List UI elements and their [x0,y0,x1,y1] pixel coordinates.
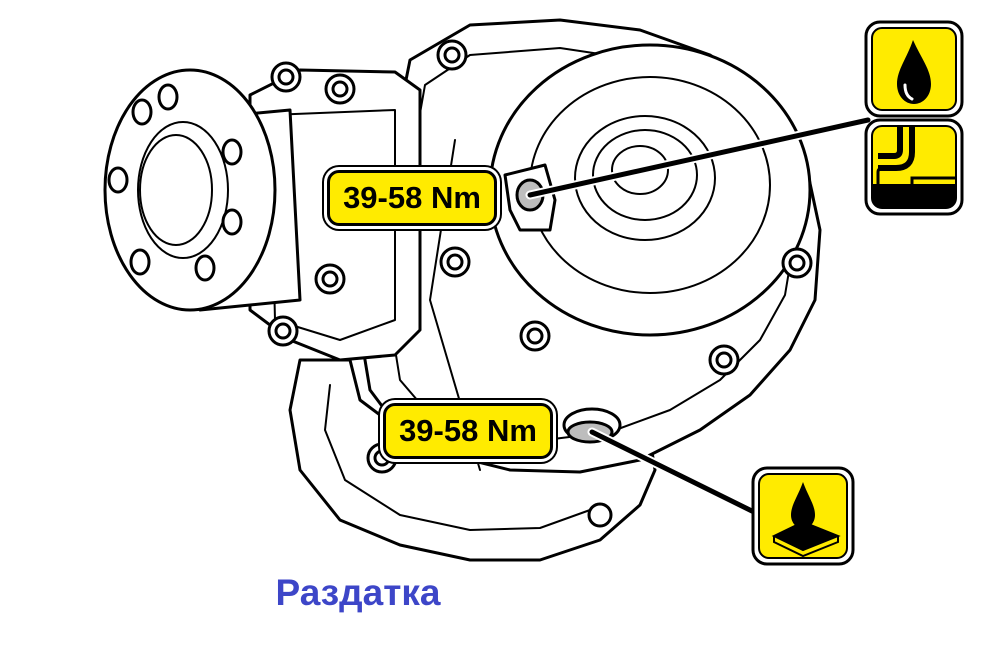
fill-plug-leader [527,117,871,198]
oil-drain-icon [751,466,855,566]
drain-plug-torque-label: 39-58 Nm [383,403,553,459]
diagram-caption: Раздатка [275,572,441,613]
housing-bolts [267,39,813,474]
oil-drop-icon [864,20,964,118]
drain-plug-leader [589,429,763,518]
fill-level-icon [864,118,964,216]
fill-plug-torque-label: 39-58 Nm [327,170,497,226]
